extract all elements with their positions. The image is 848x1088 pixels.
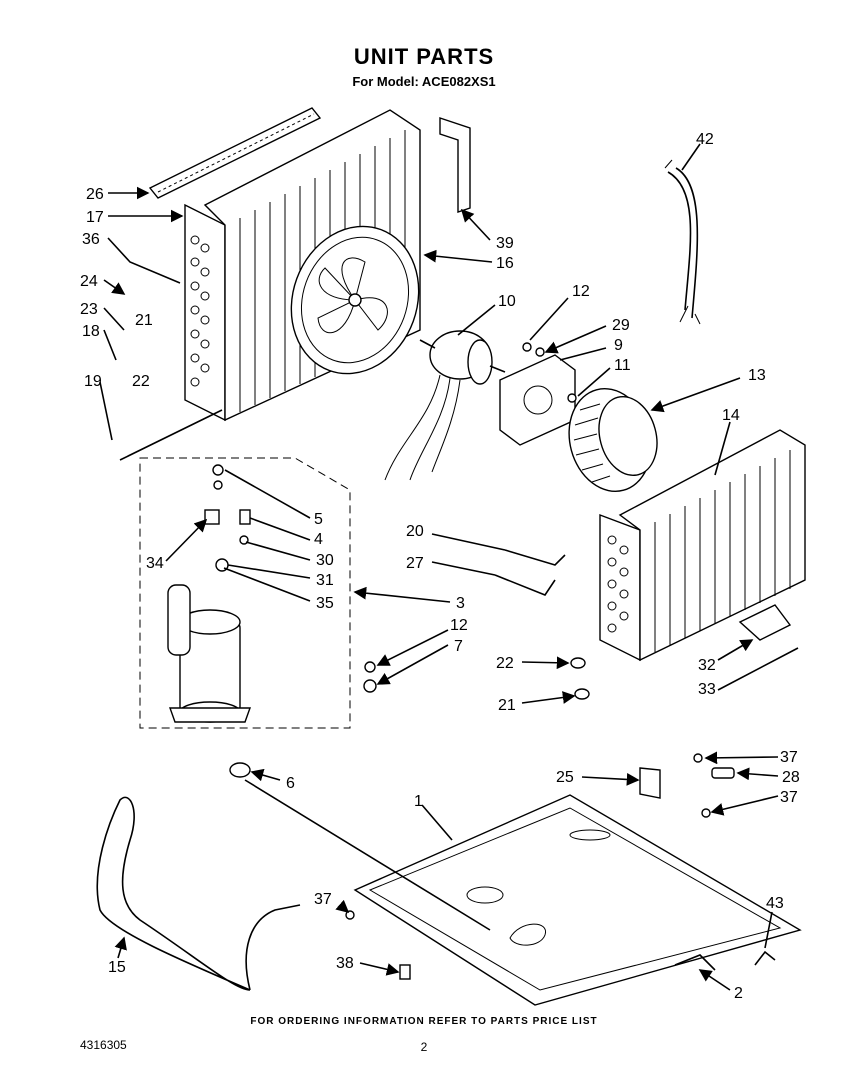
gasket-strip-26 (148, 107, 322, 199)
bracket-25 (639, 767, 661, 799)
callout-37-top: 37 (780, 749, 798, 766)
callout-labels: 26 17 36 24 23 21 18 22 19 39 16 42 10 1… (80, 131, 800, 1002)
callout-12: 12 (572, 283, 590, 300)
clip-38 (399, 964, 411, 980)
callout-1: 1 (414, 793, 423, 810)
fan-motor-10 (384, 330, 506, 481)
wire-harness-42 (664, 159, 701, 325)
base-pan-1 (353, 794, 802, 1006)
callout-36: 36 (82, 231, 100, 248)
callout-34: 34 (146, 555, 164, 572)
clip-22 (570, 657, 586, 669)
callout-19: 19 (84, 373, 102, 390)
callout-14: 14 (722, 407, 740, 424)
hose-15 (96, 796, 301, 991)
callout-20: 20 (406, 523, 424, 540)
tubes-20-27 (494, 549, 566, 596)
callout-11: 11 (614, 357, 631, 374)
callout-4: 4 (314, 531, 323, 548)
callout-9: 9 (614, 337, 623, 354)
callout-39: 39 (496, 235, 514, 252)
grommet-6 (229, 762, 251, 778)
callout-16: 16 (496, 255, 514, 272)
callout-22-lower: 22 (496, 655, 514, 672)
bracket-39 (439, 117, 471, 213)
leader-lines (99, 143, 799, 991)
callout-32: 32 (698, 657, 716, 674)
callout-33: 33 (698, 681, 716, 698)
callout-13: 13 (748, 367, 766, 384)
callout-23: 23 (80, 301, 98, 318)
document-number: 4316305 (80, 1038, 127, 1052)
evaporator-coil-14 (599, 429, 806, 662)
page-title: UNIT PARTS (353, 44, 495, 69)
callout-43: 43 (766, 895, 784, 912)
bracket-2 (674, 954, 716, 971)
callout-29: 29 (612, 317, 630, 334)
callout-18: 18 (82, 323, 100, 340)
callout-3: 3 (456, 595, 465, 612)
callout-27: 27 (406, 555, 424, 572)
callout-37-left: 37 (314, 891, 332, 908)
callout-5: 5 (314, 511, 323, 528)
callout-12-lower: 12 (450, 617, 468, 634)
callout-10: 10 (498, 293, 516, 310)
callout-22: 22 (132, 373, 150, 390)
callout-15: 15 (108, 959, 126, 976)
callout-17: 17 (86, 209, 104, 226)
fan-shroud-16 (290, 225, 420, 375)
callout-7: 7 (454, 638, 463, 655)
model-subtitle: For Model: ACE082XS1 (352, 74, 496, 89)
callout-42: 42 (696, 131, 714, 148)
blower-wheel-13 (568, 388, 658, 492)
callout-30: 30 (316, 552, 334, 569)
pad-28 (711, 767, 735, 779)
clip-21 (574, 688, 590, 700)
bracket-32 (738, 604, 792, 641)
compressor-3 (167, 464, 377, 723)
callout-26: 26 (86, 186, 104, 203)
callout-28: 28 (782, 769, 800, 786)
callout-6: 6 (286, 775, 295, 792)
callout-38: 38 (336, 955, 354, 972)
callout-31: 31 (316, 572, 334, 589)
callout-21-lower: 21 (498, 697, 516, 714)
callout-21: 21 (135, 312, 153, 329)
ordering-note: FOR ORDERING INFORMATION REFER TO PARTS … (250, 1016, 598, 1027)
callout-24: 24 (80, 273, 98, 290)
callout-25: 25 (556, 769, 574, 786)
screw-37 (345, 753, 711, 920)
clip-43 (754, 950, 776, 966)
callout-35: 35 (316, 595, 334, 612)
callout-2: 2 (734, 985, 743, 1002)
callout-37-mid: 37 (780, 789, 798, 806)
page-number: 2 (420, 1040, 428, 1054)
